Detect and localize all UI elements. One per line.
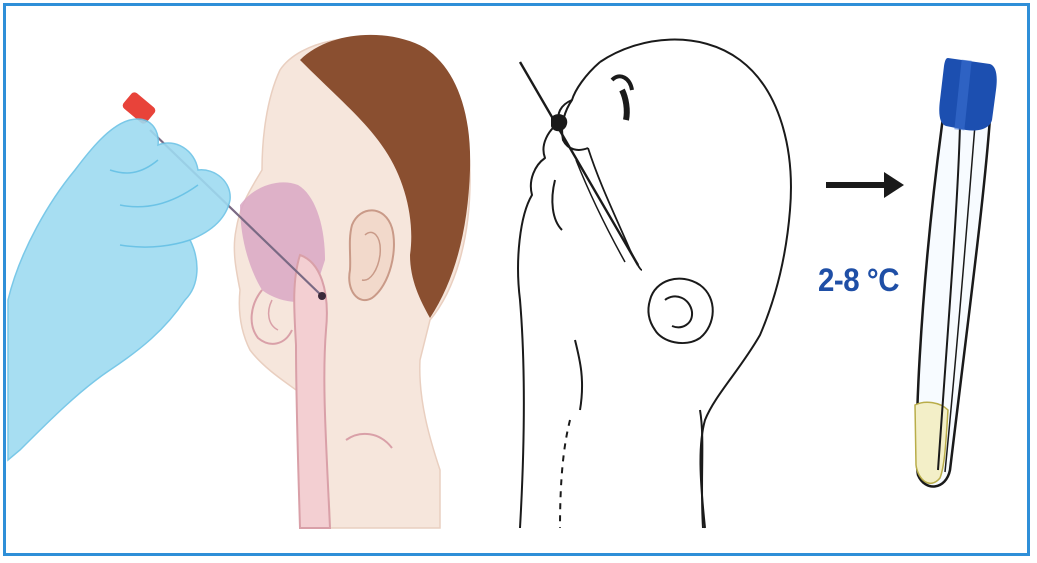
glove [8, 119, 230, 460]
swab-insertion-outline-icon [518, 40, 791, 528]
temperature-label: 2-8 °C [818, 262, 910, 299]
right-arrow-icon [826, 172, 904, 198]
specimen-tube-icon [915, 58, 997, 486]
nasopharyngeal-swab-illustration-icon [8, 35, 470, 528]
